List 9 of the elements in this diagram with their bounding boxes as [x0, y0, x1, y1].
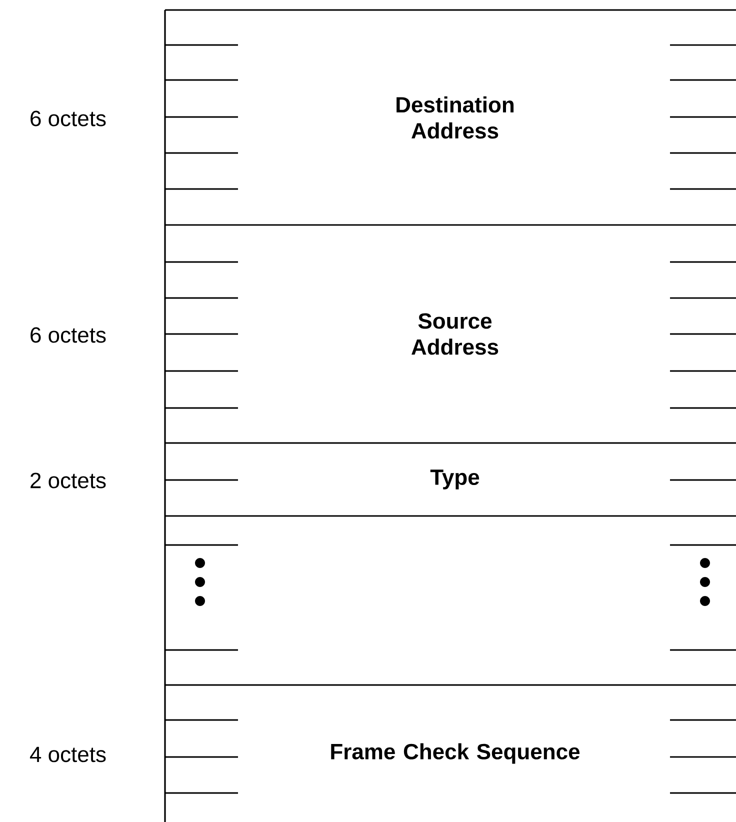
octet-label: 2 octets	[30, 472, 106, 488]
octet-label: 6 octets	[30, 110, 106, 126]
octet-label: 6 octets	[30, 327, 106, 343]
field-band: Type	[164, 442, 736, 516]
field-band: Frame Check Sequence	[164, 684, 736, 822]
octet-label: 4 octets	[30, 746, 106, 762]
field-band: Destination Address	[164, 9, 736, 225]
field-band	[164, 515, 736, 685]
field-band: Source Address	[164, 224, 736, 443]
